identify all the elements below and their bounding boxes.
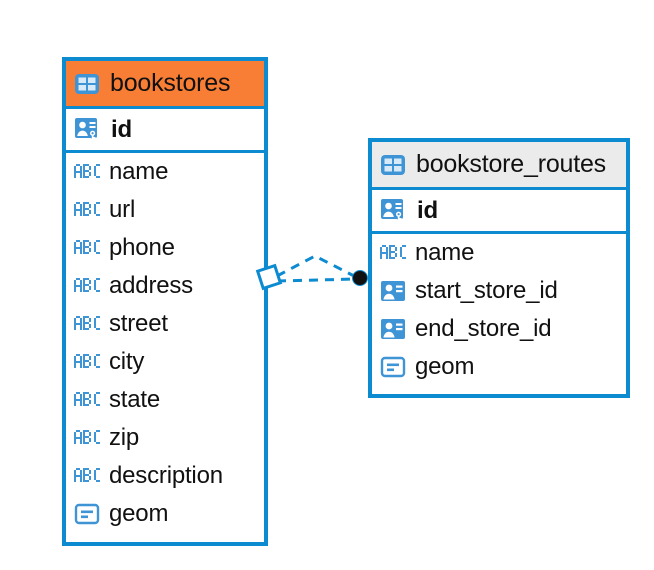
abc-text-icon (74, 278, 100, 294)
field-name: geom (415, 353, 475, 380)
abc-text-icon (74, 468, 100, 484)
entity-table-bookstores[interactable]: bookstores (62, 57, 268, 546)
abc-text-icon (74, 316, 100, 332)
field-row[interactable]: end_store_id (372, 310, 626, 348)
field-row[interactable]: url (66, 191, 264, 229)
foreign-key-icon (380, 318, 406, 340)
field-row[interactable]: address (66, 267, 264, 305)
table-icon (380, 154, 406, 176)
field-name: phone (109, 234, 175, 261)
primary-key-icon (380, 197, 408, 225)
entity-header-bookstore-routes[interactable]: bookstore_routes (372, 142, 626, 190)
field-row[interactable]: id (66, 109, 264, 153)
field-row[interactable]: description (66, 457, 264, 495)
entity-table-bookstore-routes[interactable]: bookstore_routes (368, 138, 630, 398)
entity-title: bookstore_routes (416, 150, 606, 178)
field-row[interactable]: zip (66, 419, 264, 457)
field-name: description (109, 462, 223, 489)
field-row[interactable]: geom (66, 495, 264, 533)
abc-text-icon (74, 430, 100, 446)
field-row[interactable]: city (66, 343, 264, 381)
geometry-icon (380, 355, 406, 379)
field-name: name (415, 239, 475, 266)
relationship-line-upper (276, 254, 359, 280)
relationship-connector[interactable] (255, 240, 380, 320)
field-row[interactable]: start_store_id (372, 272, 626, 310)
entity-title: bookstores (110, 69, 231, 97)
abc-text-icon (74, 392, 100, 408)
field-name: id (111, 115, 132, 143)
relationship-line-lower (276, 277, 358, 283)
geometry-icon (74, 502, 100, 526)
field-name: city (109, 348, 145, 375)
field-row[interactable]: state (66, 381, 264, 419)
abc-text-icon (74, 240, 100, 256)
field-list-bookstores: id nam (66, 109, 264, 533)
table-icon (74, 73, 100, 95)
field-name: url (109, 196, 136, 223)
field-name: start_store_id (415, 277, 558, 304)
primary-key-icon (74, 116, 102, 144)
field-name: street (109, 310, 168, 337)
field-row[interactable]: id (372, 190, 626, 234)
abc-text-icon (74, 164, 100, 180)
field-row[interactable]: name (66, 153, 264, 191)
field-row[interactable]: phone (66, 229, 264, 267)
field-name: id (417, 196, 438, 224)
field-name: name (109, 158, 169, 185)
abc-text-icon (380, 245, 406, 261)
field-name: geom (109, 500, 169, 527)
abc-text-icon (74, 202, 100, 218)
field-name: state (109, 386, 161, 413)
field-row[interactable]: geom (372, 348, 626, 386)
field-list-bookstore-routes: id nam (372, 190, 626, 386)
field-name: zip (109, 424, 140, 451)
field-name: end_store_id (415, 315, 552, 342)
field-name: address (109, 272, 193, 299)
abc-text-icon (74, 354, 100, 370)
relationship-endpoint-circle (352, 270, 368, 286)
field-row[interactable]: street (66, 305, 264, 343)
field-row[interactable]: name (372, 234, 626, 272)
entity-header-bookstores[interactable]: bookstores (66, 61, 264, 109)
foreign-key-icon (380, 280, 406, 302)
